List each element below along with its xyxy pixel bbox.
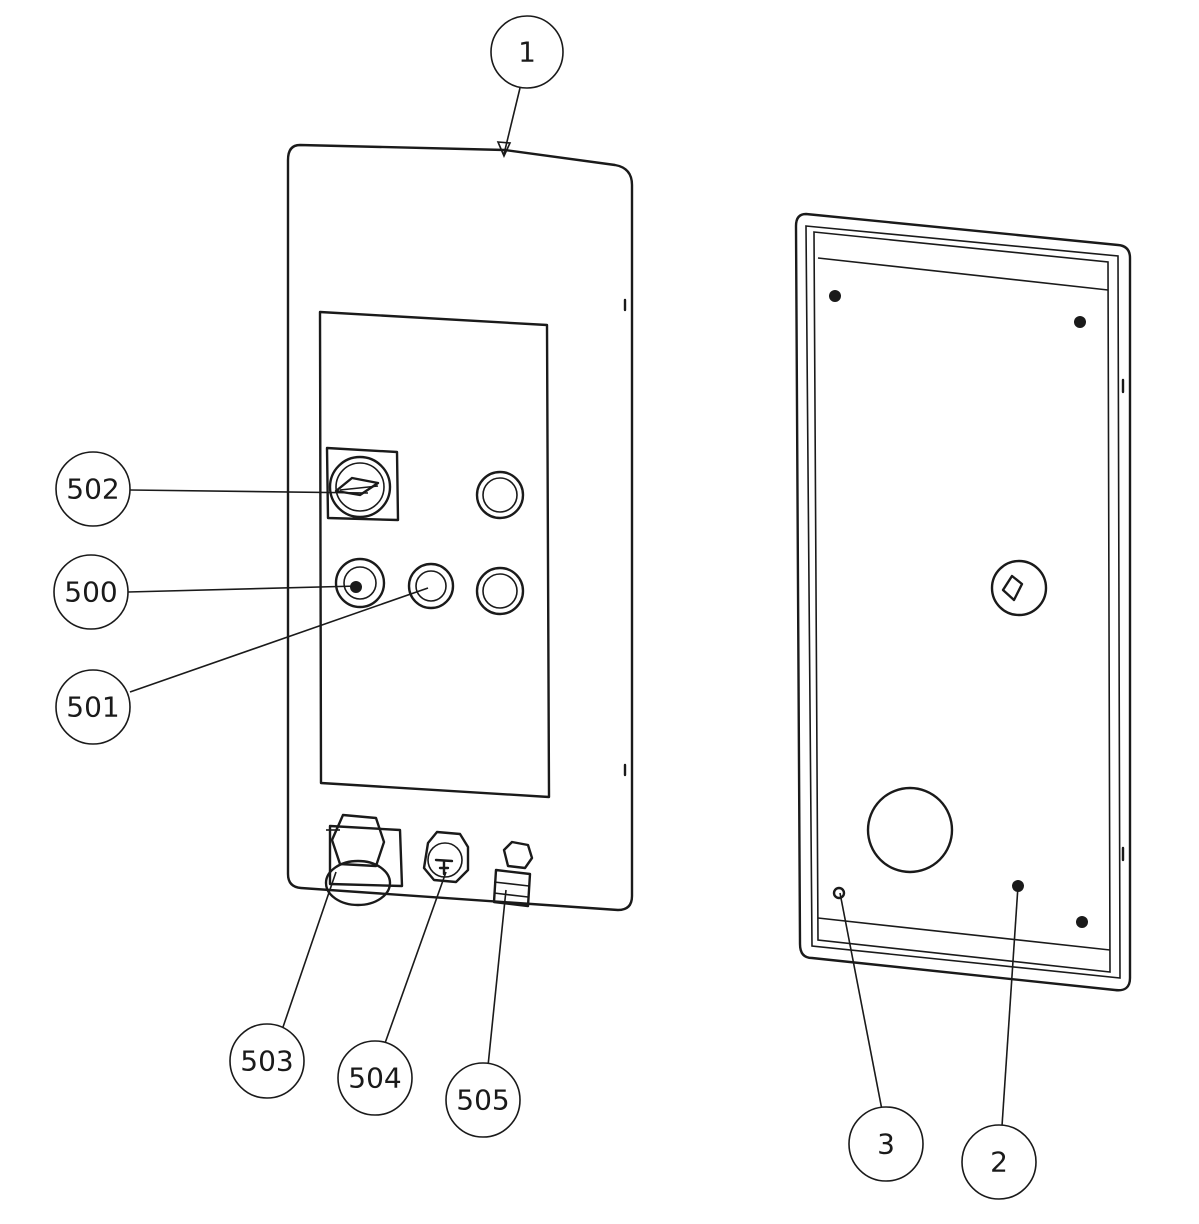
leader-503 <box>281 871 337 1031</box>
socket-503 <box>324 813 404 907</box>
leader-3 <box>839 892 883 1111</box>
callout-503-label: 503 <box>240 1045 293 1078</box>
connector-504 <box>422 830 470 884</box>
callout-502-label: 502 <box>66 473 119 506</box>
leader-505 <box>487 889 507 1067</box>
leader-2 <box>1001 885 1019 1127</box>
leader-501 <box>129 587 429 693</box>
callout-501: 501 <box>55 669 131 745</box>
selector-switch <box>325 446 400 522</box>
callout-504-label: 504 <box>348 1062 401 1095</box>
leader-502 <box>129 489 369 494</box>
pushbutton-500 <box>334 557 386 609</box>
callout-501-label: 501 <box>66 691 119 724</box>
leader-1 <box>503 87 521 155</box>
callout-502: 502 <box>55 451 131 527</box>
pushbutton-bottom-right <box>475 566 525 616</box>
callout-500-label: 500 <box>64 576 117 609</box>
front-panel <box>286 143 634 912</box>
callout-2: 2 <box>961 1124 1037 1200</box>
pushbutton-501 <box>407 562 455 610</box>
rear-enclosure <box>794 212 1132 992</box>
callout-1-label: 1 <box>518 36 536 69</box>
leader-lines <box>127 87 1019 1127</box>
leader-504 <box>383 871 447 1047</box>
callout-3: 3 <box>848 1106 924 1182</box>
callout-505: 505 <box>445 1062 521 1138</box>
callout-504: 504 <box>337 1040 413 1116</box>
callout-3-label: 3 <box>877 1128 895 1161</box>
callout-1: 1 <box>490 15 564 89</box>
callout-500: 500 <box>53 554 129 630</box>
callout-505-label: 505 <box>456 1084 509 1117</box>
callout-503: 503 <box>229 1023 305 1099</box>
callout-2-label: 2 <box>990 1146 1008 1179</box>
pushbutton-top-right <box>475 470 525 520</box>
leader-500 <box>127 585 359 593</box>
control-window <box>318 310 551 799</box>
cable-gland-505 <box>492 840 534 908</box>
